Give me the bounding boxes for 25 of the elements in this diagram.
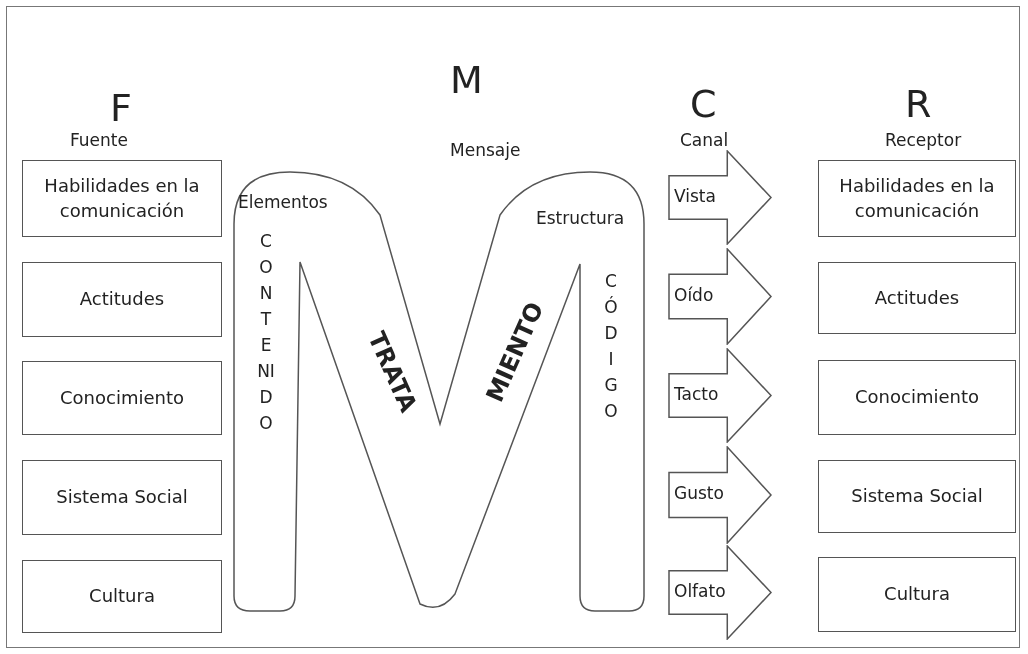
text-box: Actitudes	[818, 262, 1016, 334]
text-box: Actitudes	[22, 262, 222, 337]
column-letter: C	[690, 85, 717, 123]
column-letter: R	[905, 85, 932, 123]
text-box: Sistema Social	[818, 460, 1016, 533]
text-box: Cultura	[818, 557, 1016, 632]
arrow-label: Vista	[674, 185, 716, 206]
arrow-label: Gusto	[674, 483, 724, 503]
column-letter: M	[450, 61, 483, 99]
arrow-label: Oído	[674, 284, 714, 305]
column-title: Fuente	[70, 131, 128, 149]
text-box: Sistema Social	[22, 460, 222, 535]
vertical-label: CONTENIDO	[257, 230, 275, 435]
vertical-label: CÓDIGO	[603, 270, 619, 423]
arrow-label: Olfato	[674, 580, 726, 601]
column-letter: F	[110, 89, 132, 127]
m-shape-label: Elementos	[238, 192, 328, 212]
text-box: Habilidades en la comunicación	[22, 160, 222, 237]
text-box: Cultura	[22, 560, 222, 633]
m-shape-label: Estructura	[536, 208, 625, 228]
text-box: Habilidades en la comunicación	[818, 160, 1016, 237]
arrow-label: Tacto	[674, 383, 719, 404]
text-box: Conocimiento	[818, 360, 1016, 435]
text-box: Conocimiento	[22, 361, 222, 435]
column-title: Canal	[680, 131, 729, 149]
